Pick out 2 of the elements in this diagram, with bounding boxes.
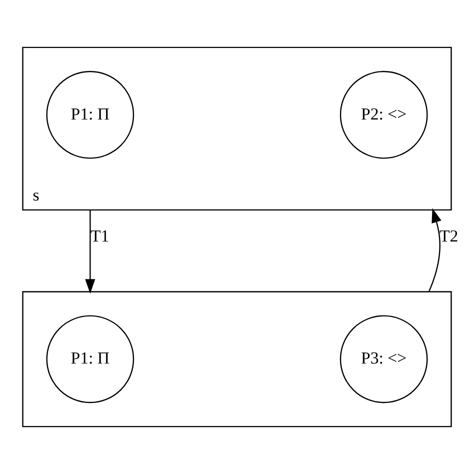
edge-label: T2 [439,226,458,246]
edge-label: T1 [90,226,110,246]
